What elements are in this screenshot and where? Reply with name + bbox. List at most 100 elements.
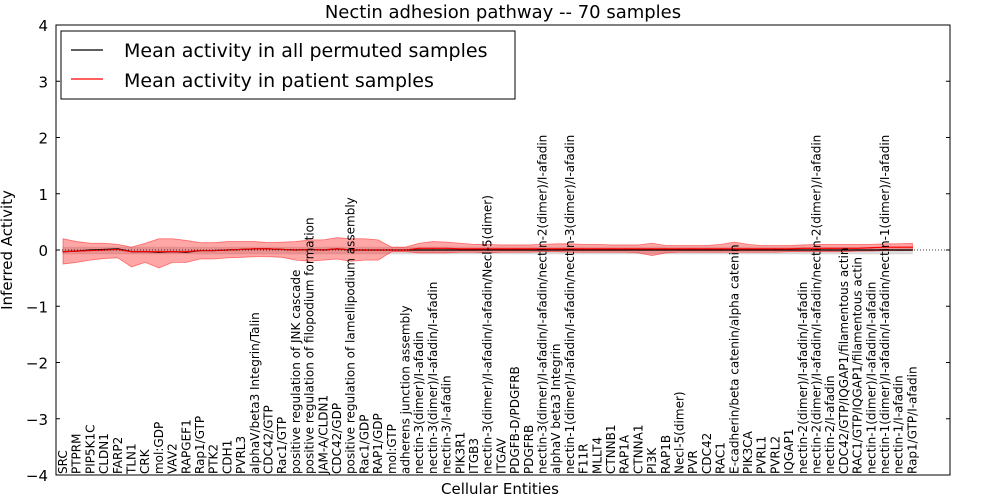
point-series-1 [884,246,886,248]
point-series-0 [528,249,530,251]
x-tick-label: RAP1/GDP [371,413,385,474]
point-series-1 [487,248,489,250]
point-series-0 [583,249,585,251]
x-tick-label: Rap1/GTP [193,416,207,474]
x-tick-label: PVR [686,450,700,474]
point-series-1 [774,248,777,250]
x-axis-label: Cellular Entities [441,480,559,498]
x-tick-label: SRC [56,450,70,474]
x-tick-label: Rap1/GTP/I-afadin [905,366,919,474]
legend: Mean activity in all permuted samples Me… [60,30,516,100]
x-tick-label: alphaV/beta3 Integrin/Talin [248,312,262,474]
x-tick-label: MLLT4 [590,437,604,474]
x-tick-label: nectin-1/I-afadin [892,375,906,474]
point-series-0 [432,249,434,251]
x-tick-label: ITGAV [494,437,508,474]
point-series-1 [802,247,804,249]
point-series-1 [89,249,91,252]
point-series-0 [843,249,845,251]
x-tick-label: CDC42/GTP/IQGAP1/filamentous actin [837,248,851,474]
x-tick-label: nectin-1(dimer)/I-afadin/I-afadin/nectin… [878,135,892,474]
point-series-1 [117,248,119,251]
point-series-0 [624,249,626,251]
point-series-1 [158,251,160,253]
x-tick-label: IQGAP1 [782,429,796,474]
point-series-0 [459,249,461,251]
x-tick-label: positive regulation of filopodium format… [303,217,317,474]
point-series-1 [541,248,544,250]
point-series-0 [720,249,722,251]
y-tick-label: 4 [38,17,48,35]
y-tick-label: −1 [26,298,48,316]
point-series-1 [213,249,215,252]
x-tick-label: F11R [577,443,591,474]
y-tick-label: −3 [26,411,48,429]
point-series-1 [788,248,790,250]
x-tick-label: CLDN1 [97,433,111,474]
y-tick-label: 2 [38,130,48,148]
point-series-1 [418,247,420,249]
point-series-1 [624,248,626,250]
point-series-1 [651,248,653,250]
point-series-1 [911,246,914,248]
x-tick-label: PTPRM [70,434,84,475]
x-tick-label: nectin-1(dimer)/I-afadin/I-afadin [864,282,878,474]
point-series-1 [637,248,640,250]
x-tick-label: Rac1/GDP [357,415,371,474]
point-series-1 [185,251,187,253]
point-series-1 [172,251,174,253]
x-tick-label: CTNNA1 [631,424,645,474]
point-series-1 [404,249,407,251]
y-tick-label: 0 [38,242,48,260]
point-series-0 [500,249,502,251]
x-tick-label: Necl-5(dimer) [673,391,687,474]
x-tick-label: RAP1A [618,434,632,474]
x-tick-label: RAC1 [714,442,728,474]
legend-label-patient: Mean activity in patient samples [124,70,434,92]
chart-title: Nectin adhesion pathway -- 70 samples [325,2,681,23]
point-series-1 [432,247,434,249]
point-series-1 [733,248,735,250]
point-series-1 [692,248,694,250]
point-series-1 [363,249,365,251]
x-tick-label: adherens junction assembly [399,305,413,474]
point-series-1 [596,248,598,250]
x-tick-label: CRK [138,448,152,474]
point-series-1 [829,247,831,249]
point-series-1 [336,248,338,250]
x-tick-label: Rac1/GTP [275,417,289,474]
point-series-1 [569,248,571,250]
x-tick-label: PTK2 [207,444,221,474]
y-tick-label: −2 [26,355,48,373]
point-series-0 [555,249,557,251]
x-tick-label: JAM-A/CLDN1 [316,395,330,475]
x-tick-label: nectin-3(dimer)/I-afadin/I-afadin [426,282,440,474]
x-tick-label: PIK3CA [741,430,755,474]
x-tick-label: PDGFRB [522,425,536,474]
x-tick-label: CDC42/GDP [330,403,344,474]
x-tick-label: PI3K [645,447,659,474]
point-series-1 [473,248,475,250]
x-tick-label: RAC1/GTP/IQGAP1/filamentous actin [851,257,865,474]
x-tick-label: CDH1 [220,440,234,474]
x-tick-label: CDC42/GTP [262,405,276,474]
point-series-1 [583,248,585,250]
x-tick-label: mol:GDP [152,422,166,474]
legend-box [60,30,516,100]
y-tick-label: 3 [38,73,48,91]
point-series-1 [528,248,530,250]
point-series-0 [774,249,777,251]
point-series-1 [815,247,818,249]
x-tick-label: PVRL1 [755,436,769,474]
x-tick-label: PIP5K1C [83,424,97,474]
point-series-1 [898,246,900,248]
point-series-1 [761,248,763,250]
point-series-1 [870,247,872,249]
point-series-0 [747,249,749,251]
x-tick-label: nectin-3(dimer)/I-afadin [412,331,426,474]
x-tick-label: PDGFB-D/PDGFRB [508,366,522,474]
x-tick-label: FARP2 [111,437,125,474]
x-tick-label: nectin-3(dimer)/I-afadin/I-afadin/Necl-5… [481,195,495,474]
